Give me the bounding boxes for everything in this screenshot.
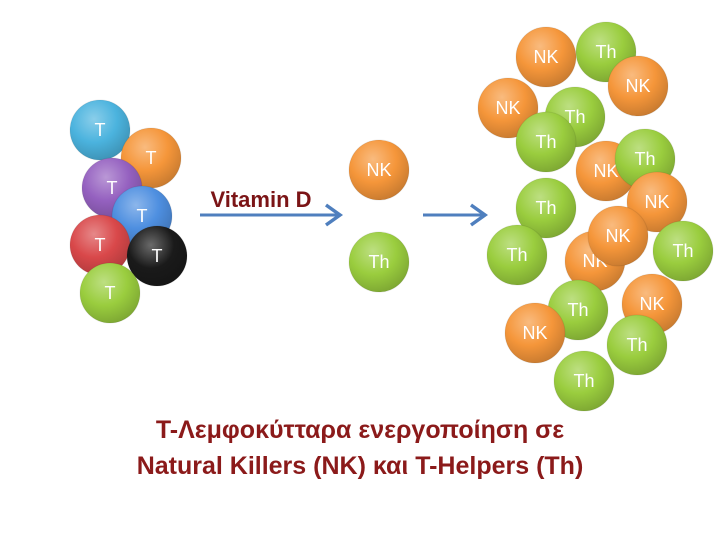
mid-nk-cell: NK: [348, 139, 410, 201]
end-th-cell: Th: [553, 350, 615, 412]
proliferation-arrow: [423, 203, 489, 227]
cell-label: NK: [366, 160, 391, 180]
end-nk-cell: NK: [607, 55, 669, 117]
cell-circle: [607, 55, 669, 117]
cell-label: T: [105, 283, 116, 303]
cell-label: Th: [626, 335, 647, 355]
cell-label: Th: [595, 42, 616, 62]
end-nk-cell: NK: [515, 26, 577, 88]
cell-label: Th: [564, 107, 585, 127]
cell-label: T: [107, 178, 118, 198]
cell-label: NK: [639, 294, 664, 314]
cell-label: Th: [535, 132, 556, 152]
mid-th-cell: Th: [348, 231, 410, 293]
cell-label: NK: [522, 323, 547, 343]
cell-label: NK: [605, 226, 630, 246]
end-th-cell: Th: [606, 314, 668, 376]
cell-circle: [79, 262, 141, 324]
cell-circle: [348, 139, 410, 201]
cell-label: T: [146, 148, 157, 168]
cell-label: Th: [634, 149, 655, 169]
end-nk-cell: NK: [626, 171, 688, 233]
cell-circle: [348, 231, 410, 293]
activated-cells-single: NK Th: [348, 139, 410, 293]
end-nk-cell: NK: [504, 302, 566, 364]
cell-label: NK: [625, 76, 650, 96]
end-th-cell: Th: [486, 224, 548, 286]
cell-circle: [587, 205, 649, 267]
cell-circle: [126, 225, 188, 287]
cell-circle: [626, 171, 688, 233]
cell-circle: [69, 99, 131, 161]
cell-label: NK: [644, 192, 669, 212]
cell-circle: [504, 302, 566, 364]
cell-circle: [606, 314, 668, 376]
cell-label: NK: [593, 161, 618, 181]
cell-label: Th: [506, 245, 527, 265]
cell-circle: [515, 177, 577, 239]
cell-circle: [486, 224, 548, 286]
cell-label: Th: [573, 371, 594, 391]
cell-circle: [515, 26, 577, 88]
cell-label: Th: [567, 300, 588, 320]
cell-label: T: [152, 246, 163, 266]
vitamin-d-arrow: [200, 203, 344, 227]
cell-label: T: [95, 235, 106, 255]
cell-label: T: [95, 120, 106, 140]
end-th-cell: Th: [515, 111, 577, 173]
cell-label: Th: [535, 198, 556, 218]
start-t-cell: T: [79, 262, 141, 324]
start-t-cell: T: [69, 99, 131, 161]
end-nk-cell: NK: [587, 205, 649, 267]
caption-line-2: Natural Killers (NK) και T-Helpers (Th): [136, 452, 584, 480]
cell-circle: [553, 350, 615, 412]
start-t-cell: T: [126, 225, 188, 287]
vitamin-d-label: Vitamin D: [210, 187, 311, 212]
cell-label: Th: [368, 252, 389, 272]
cell-circle: [652, 220, 714, 282]
end-th-cell: Th: [652, 220, 714, 282]
caption: T-Λεμφοκύτταρα ενεργοποίηση σε Natural K…: [0, 412, 720, 484]
cell-label: NK: [533, 47, 558, 67]
end-th-cell: Th: [515, 177, 577, 239]
cell-label: T: [137, 206, 148, 226]
caption-line-1: T-Λεμφοκύτταρα ενεργοποίηση σε: [155, 416, 565, 444]
cell-label: NK: [495, 98, 520, 118]
cell-circle: [515, 111, 577, 173]
cell-label: Th: [672, 241, 693, 261]
